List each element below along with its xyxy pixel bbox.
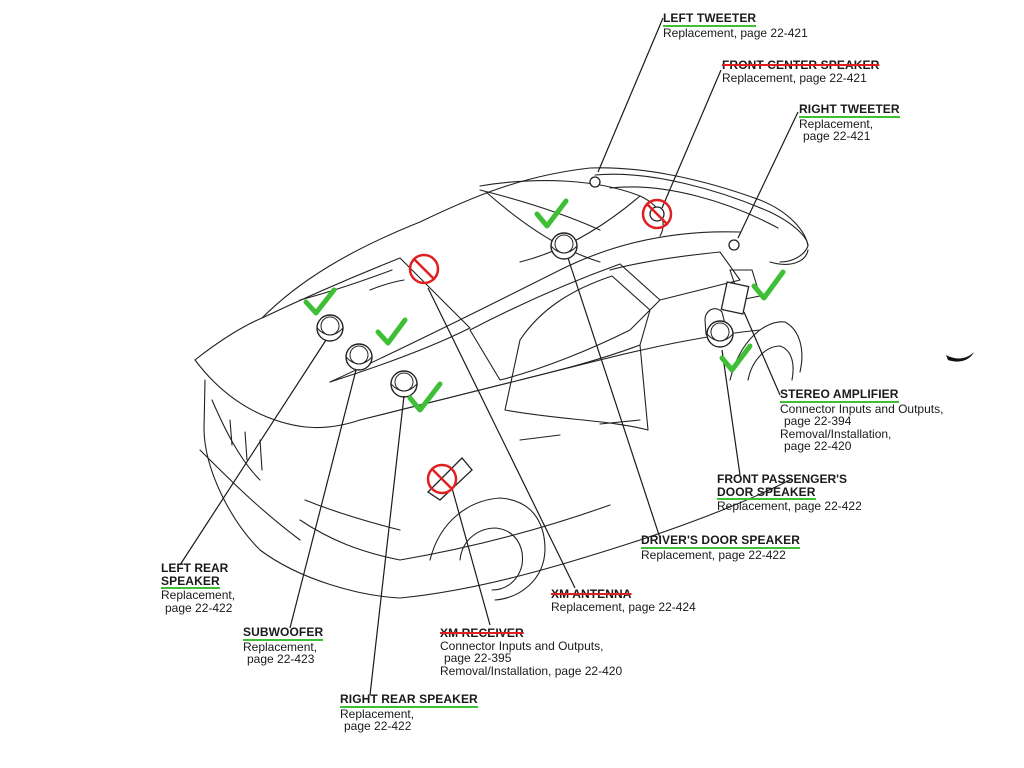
front-passenger-door-speaker-title-1: FRONT PASSENGER'S	[717, 472, 847, 486]
callout-left-tweeter: LEFT TWEETER Replacement, page 22-421	[663, 12, 808, 39]
xm-receiver-shape	[426, 457, 473, 501]
callout-subwoofer: SUBWOOFER Replacement, page 22-423	[243, 625, 324, 666]
callout-drivers-door-speaker: DRIVER'S DOOR SPEAKER Replacement, page …	[641, 534, 800, 561]
stereo-amplifier-detail-4: page 22-420	[784, 439, 852, 453]
subwoofer-leader	[289, 369, 357, 629]
check-mark-icon	[719, 343, 753, 373]
left-rear-speaker-shape	[316, 314, 344, 342]
front-center-speaker-detail: Replacement, page 22-421	[722, 70, 867, 85]
right-tweeter-detail-1: Replacement,	[799, 116, 874, 131]
check-mark-icon	[303, 287, 337, 316]
check-mark-icon	[534, 198, 569, 229]
callout-front-center-speaker: FRONT CENTER SPEAKER Replacement, page 2…	[722, 59, 879, 84]
front-passenger-door-speaker-shape	[706, 320, 734, 348]
callout-right-tweeter: RIGHT TWEETER Replacement, page 22-421	[799, 103, 900, 143]
subwoofer-shape	[345, 343, 373, 371]
callout-front-passenger-door-speaker: FRONT PASSENGER'S DOOR SPEAKER Replaceme…	[717, 473, 862, 513]
left-rear-speaker-title-1: LEFT REAR	[161, 561, 229, 575]
xm-receiver-title: XM RECEIVER	[440, 626, 524, 640]
prohibition-icon	[426, 463, 458, 495]
left-tweeter-detail: Replacement, page 22-421	[663, 25, 808, 40]
callout-xm-antenna: XM ANTENNA Replacement, page 22-424	[551, 588, 696, 613]
prohibition-icon	[408, 253, 440, 285]
right-rear-speaker-title: RIGHT REAR SPEAKER	[340, 692, 478, 708]
prohibition-icon	[641, 198, 673, 230]
component-shapes	[316, 176, 750, 501]
drivers-door-speaker-title: DRIVER'S DOOR SPEAKER	[641, 533, 800, 549]
right-tweeter-shape	[728, 239, 740, 251]
callout-xm-receiver: XM RECEIVER Connector Inputs and Outputs…	[440, 627, 622, 677]
check-mark-icon	[375, 317, 408, 346]
drivers-door-speaker-leader	[567, 257, 661, 539]
callout-left-rear-speaker: LEFT REAR SPEAKER Replacement, page 22-4…	[161, 562, 235, 614]
front-passenger-door-speaker-title-2: DOOR SPEAKER	[717, 484, 816, 500]
front-passenger-door-speaker-detail: Replacement, page 22-422	[717, 499, 862, 513]
subwoofer-title: SUBWOOFER	[243, 625, 324, 641]
leader-lines	[179, 17, 799, 696]
stereo-amplifier-detail-1: Connector Inputs and Outputs,	[780, 401, 944, 416]
xm-antenna-title: XM ANTENNA	[551, 587, 632, 601]
stereo-amplifier-detail-3: Removal/Installation,	[780, 426, 892, 441]
xm-antenna-leader	[427, 287, 576, 589]
right-tweeter-detail-2: page 22-421	[803, 129, 871, 143]
left-tweeter-shape	[589, 176, 601, 188]
stereo-amplifier-detail-2: page 22-394	[784, 414, 852, 428]
scan-mark	[946, 352, 974, 362]
stereo-amplifier-title: STEREO AMPLIFIER	[780, 387, 899, 403]
front-center-speaker-leader	[661, 69, 722, 209]
left-tweeter-leader	[597, 17, 664, 173]
callout-stereo-amplifier: STEREO AMPLIFIER Connector Inputs and Ou…	[780, 388, 943, 453]
right-tweeter-title: RIGHT TWEETER	[799, 102, 900, 118]
left-rear-speaker-leader	[179, 339, 327, 566]
right-tweeter-leader	[737, 111, 799, 239]
right-rear-speaker-detail-2: page 22-422	[344, 719, 412, 733]
xm-receiver-leader	[451, 487, 491, 626]
xm-receiver-detail-1: Connector Inputs and Outputs,	[440, 638, 604, 653]
left-rear-speaker-detail-2: page 22-422	[165, 600, 233, 615]
xm-receiver-detail-2: page 22-395	[444, 651, 512, 665]
right-rear-speaker-detail-1: Replacement,	[340, 706, 415, 721]
right-rear-speaker-leader	[369, 395, 405, 696]
drivers-door-speaker-shape	[550, 232, 578, 260]
left-rear-speaker-detail-1: Replacement,	[161, 588, 236, 602]
right-rear-speaker-shape	[390, 370, 418, 398]
stereo-amplifier-leader	[743, 311, 781, 396]
subwoofer-detail-2: page 22-423	[247, 652, 315, 666]
check-mark-icon	[751, 269, 786, 301]
status-marks	[303, 198, 786, 495]
left-tweeter-title: LEFT TWEETER	[663, 11, 757, 27]
callout-right-rear-speaker: RIGHT REAR SPEAKER Replacement, page 22-…	[340, 693, 478, 733]
drivers-door-speaker-detail: Replacement, page 22-422	[641, 547, 786, 562]
front-passenger-door-speaker-leader	[721, 349, 741, 476]
subwoofer-detail-1: Replacement,	[243, 639, 318, 654]
left-rear-speaker-title-2: SPEAKER	[161, 573, 220, 589]
stereo-amplifier-shape	[720, 281, 750, 315]
check-mark-icon	[407, 381, 443, 413]
xm-antenna-detail: Replacement, page 22-424	[551, 599, 696, 614]
xm-receiver-detail-3: Removal/Installation, page 22-420	[440, 663, 623, 678]
front-center-speaker-title: FRONT CENTER SPEAKER	[722, 58, 880, 72]
